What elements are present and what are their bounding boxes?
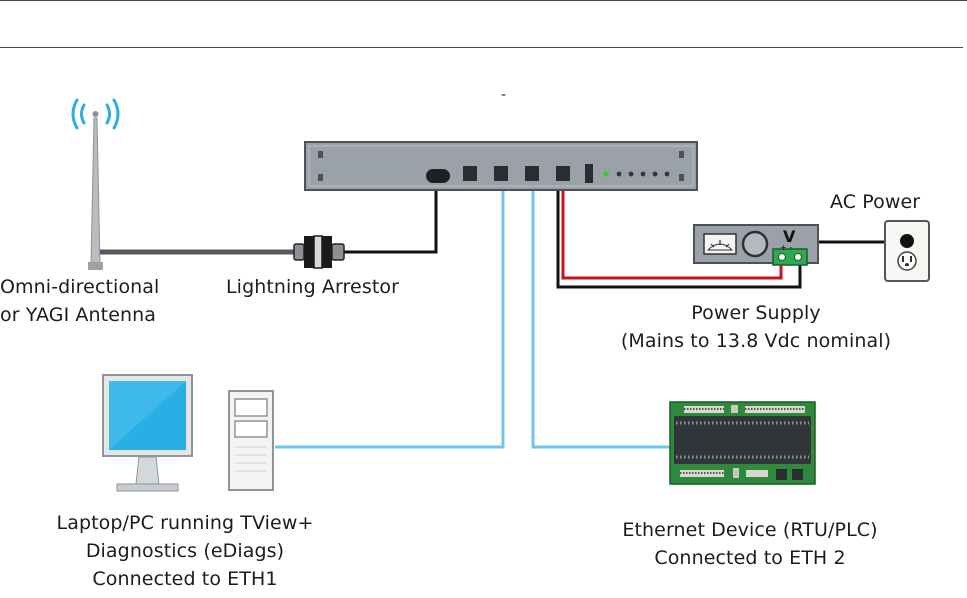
wall-outlet-icon [885,221,929,281]
plug-icon [900,234,914,248]
power-supply-label: Power Supply (Mains to 13.8 Vdc nominal) [561,301,951,354]
arrestor-label: Lightning Arrestor [226,275,399,300]
rtu-label-line1: Ethernet Device (RTU/PLC) [560,518,940,543]
rtu-label: Ethernet Device (RTU/PLC) Connected to E… [560,518,940,571]
power-supply-label-line1: Power Supply [561,301,951,326]
rtu-plc-device-icon [670,402,815,484]
antenna-icon [88,111,103,270]
lightning-arrestor-icon [294,236,344,268]
rtu-label-line2: Connected to ETH 2 [560,546,940,571]
svg-text:+ -: + - [780,243,792,252]
desktop-pc-icon [103,375,273,491]
power-supply-icon: V + - [694,225,818,265]
ethernet-port [525,166,539,181]
pc-label-line3: Connected to ETH1 [10,567,360,592]
power-supply-label-line2: (Mains to 13.8 Vdc nominal) [561,329,951,354]
top-mark: - [501,87,506,103]
antenna-label-line1: Omni-directional [0,275,159,300]
ac-power-label: AC Power [830,190,920,215]
ethernet-port [494,166,508,181]
ethernet-port [463,166,477,181]
pc-label-line2: Diagnostics (eDiags) [10,539,360,564]
antenna-label: Omni-directional or YAGI Antenna [0,275,159,328]
antenna-port [426,169,450,183]
eth1-cable [275,188,503,447]
status-led-icon [603,171,609,177]
radio-unit [305,142,697,190]
rf-cable [344,188,436,252]
ethernet-port [556,166,570,181]
pc-label: Laptop/PC running TView+ Diagnostics (eD… [10,511,360,592]
pc-label-line1: Laptop/PC running TView+ [10,511,360,536]
power-port [585,164,593,183]
antenna-label-line2: or YAGI Antenna [0,303,159,328]
